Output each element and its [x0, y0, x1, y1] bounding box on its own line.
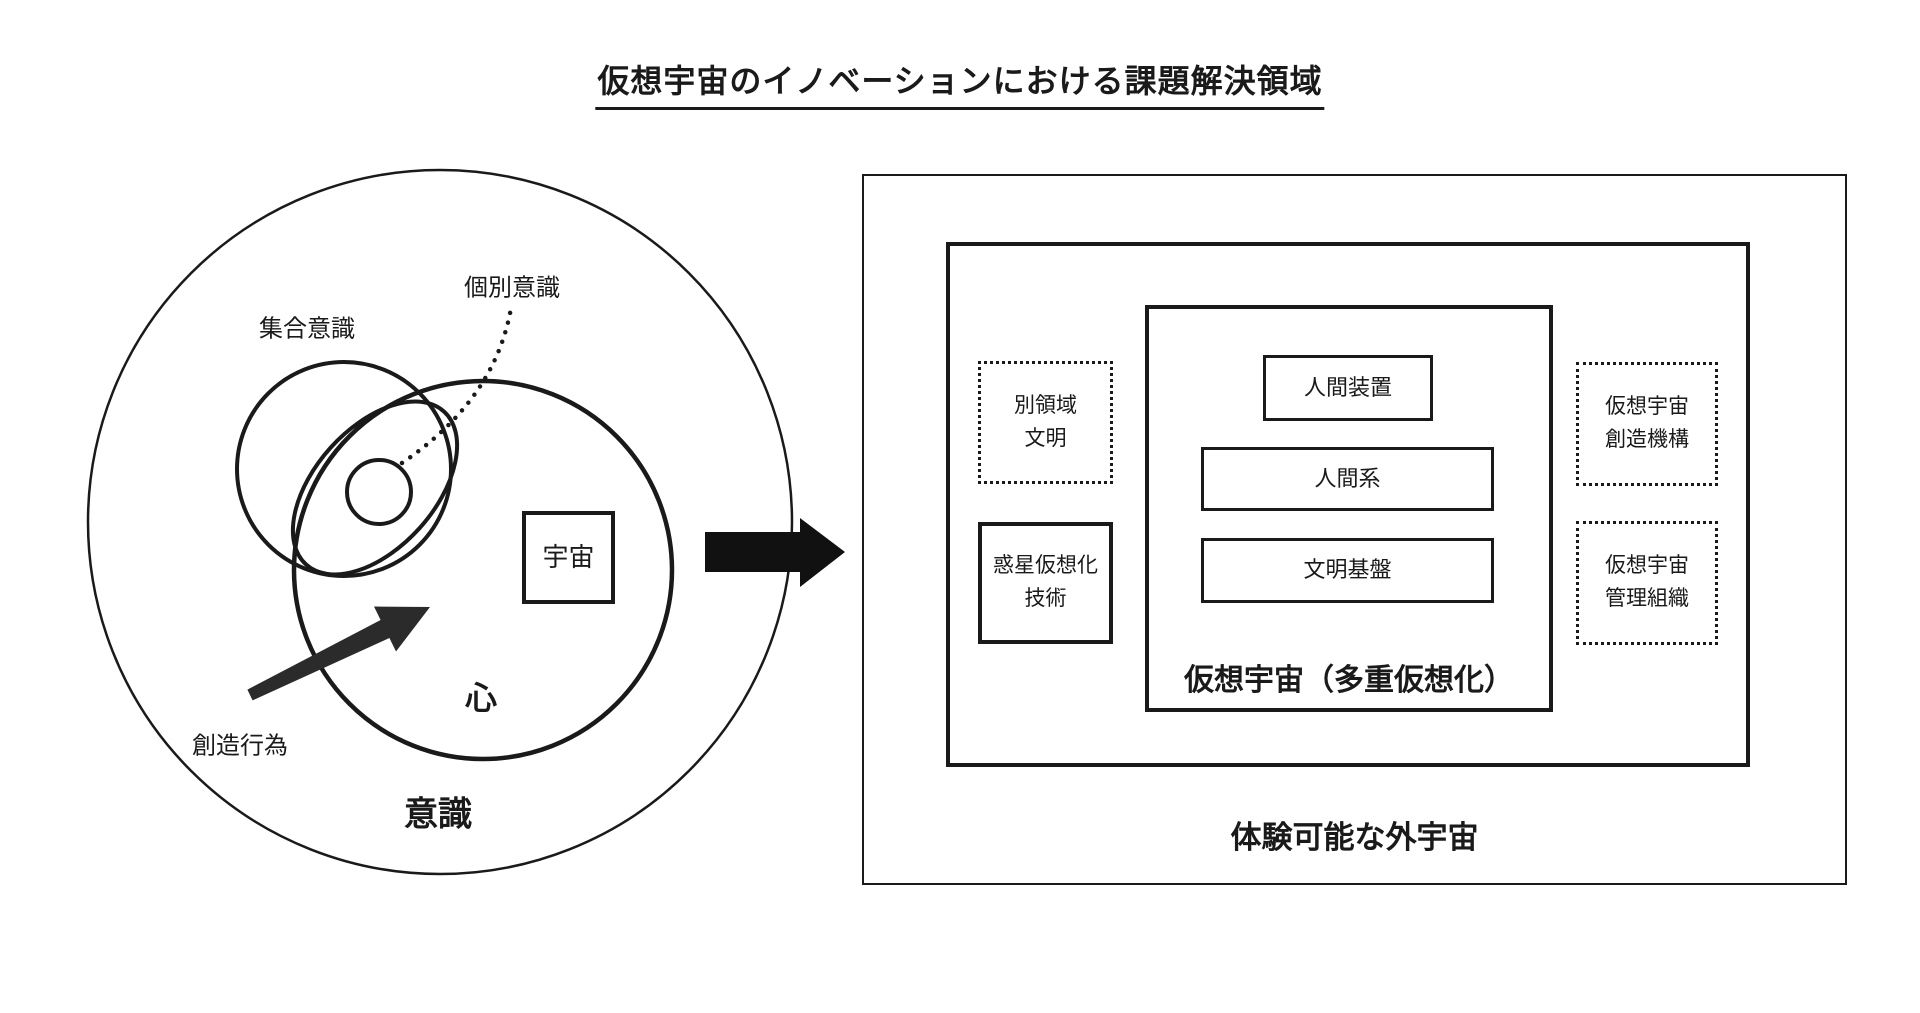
mind-circle — [291, 378, 675, 762]
universe-box: 宇宙 — [522, 511, 615, 604]
human-system-label: 人間系 — [1314, 465, 1381, 491]
planet-virtualization-box: 惑星仮想化 技術 — [978, 522, 1113, 644]
other-domain-civilization-line2: 文明 — [1024, 426, 1067, 450]
virtual-universe-management-org-line2: 管理組織 — [1605, 587, 1689, 610]
civilization-base-box: 文明基盤 — [1201, 538, 1494, 603]
human-system-box: 人間系 — [1201, 447, 1494, 511]
planet-virtualization-line1: 惑星仮想化 — [993, 554, 1098, 578]
consciousness-circle — [86, 168, 794, 876]
other-domain-civilization-line1: 別領域 — [1014, 393, 1077, 417]
creation-act-arrow — [247, 606, 430, 701]
virtual-universe-management-org-line1: 仮想宇宙 — [1605, 554, 1689, 578]
civilization-base-label: 文明基盤 — [1303, 557, 1392, 583]
virtual-universe-creation-org-line2: 創造機構 — [1605, 428, 1689, 451]
consciousness-label: 意識 — [404, 795, 472, 834]
mind-label: 心 — [464, 679, 498, 716]
universe-box-label: 宇宙 — [542, 542, 595, 573]
transfer-arrow — [705, 518, 845, 587]
other-domain-civilization-box: 別領域 文明 — [978, 361, 1113, 484]
virtual-universe-frame — [1145, 305, 1553, 712]
individual-consciousness-label: 個別意識 — [464, 274, 560, 302]
individual-consciousness-circle — [345, 458, 413, 526]
outer-universe-caption: 体験可能な外宇宙 — [1230, 820, 1479, 855]
virtual-universe-creation-org-line1: 仮想宇宙 — [1605, 395, 1689, 419]
collective-consciousness-circle — [235, 360, 453, 578]
creation-act-label: 創造行為 — [192, 732, 288, 760]
collective-consciousness-label: 集合意識 — [259, 315, 355, 343]
virtual-universe-creation-org-box: 仮想宇宙 創造機構 — [1576, 362, 1718, 486]
human-device-label: 人間装置 — [1303, 374, 1392, 400]
virtual-universe-management-org-box: 仮想宇宙 管理組織 — [1576, 521, 1718, 645]
inner-frame — [946, 242, 1750, 767]
outer-universe-frame — [862, 174, 1847, 885]
human-device-box: 人間装置 — [1263, 355, 1433, 421]
page-title: 仮想宇宙のイノベーションにおける課題解決領域 — [595, 56, 1325, 110]
planet-virtualization-line2: 技術 — [1024, 587, 1067, 610]
individual-consciousness-ellipse — [290, 399, 460, 577]
virtual-universe-label: 仮想宇宙（多重仮想化） — [1184, 664, 1514, 697]
